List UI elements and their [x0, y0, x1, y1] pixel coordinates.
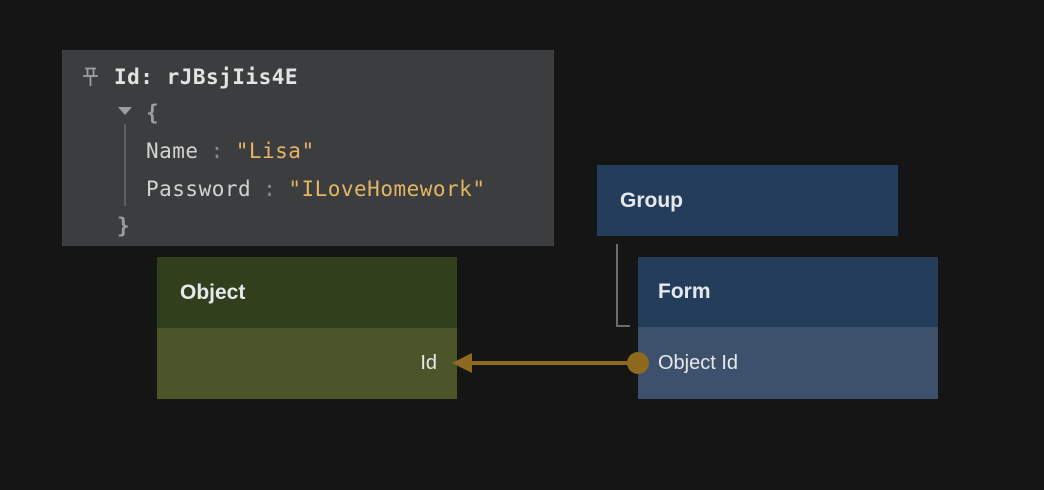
- open-brace: {: [146, 101, 160, 125]
- reference-edge-line: [468, 361, 640, 365]
- field-separator: :: [210, 139, 224, 163]
- indent-guide: [124, 124, 126, 206]
- node-form-row-object-id[interactable]: Object Id: [638, 327, 938, 399]
- node-object[interactable]: Object Id: [157, 257, 457, 399]
- node-group[interactable]: Group: [597, 165, 898, 236]
- tooltip-title-row: Id: rJBsjIis4E: [80, 60, 298, 94]
- field-separator: :: [263, 177, 277, 201]
- row-label: Object Id: [658, 351, 739, 374]
- node-form-title: Form: [658, 280, 711, 303]
- node-form-header[interactable]: Form: [638, 257, 938, 327]
- node-form[interactable]: Form Object Id: [638, 257, 938, 399]
- hierarchy-connector-horizontal: [616, 325, 630, 327]
- field-key: Name: [146, 139, 199, 163]
- tooltip-field-password: Password : "ILoveHomework": [146, 170, 485, 208]
- chevron-down-icon[interactable]: [118, 107, 132, 115]
- node-group-header[interactable]: Group: [597, 165, 898, 236]
- close-brace: }: [117, 214, 131, 238]
- field-value: "Lisa": [235, 139, 315, 163]
- tooltip-title: Id: rJBsjIis4E: [114, 65, 299, 89]
- arrow-left-icon: [452, 353, 472, 373]
- row-label: Id: [420, 352, 437, 374]
- tooltip-field-name: Name : "Lisa": [146, 132, 315, 170]
- value-tooltip: Id: rJBsjIis4E { Name : "Lisa" Password …: [62, 50, 554, 246]
- node-object-title: Object: [180, 280, 246, 304]
- field-value: "ILoveHomework": [288, 177, 486, 201]
- field-key: Password: [146, 177, 252, 201]
- hierarchy-connector-vertical: [616, 244, 618, 327]
- node-group-title: Group: [620, 188, 683, 212]
- edge-source-dot: [627, 352, 649, 374]
- node-object-row-id[interactable]: Id: [157, 328, 457, 399]
- node-object-header[interactable]: Object: [157, 257, 457, 328]
- pin-icon[interactable]: [80, 66, 101, 89]
